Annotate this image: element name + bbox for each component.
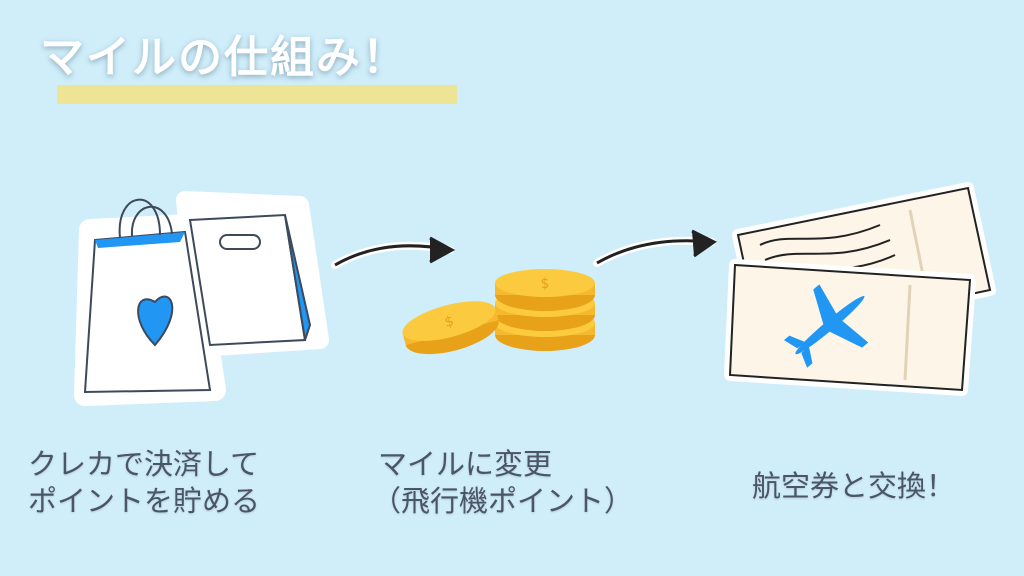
caption-line: クレカで決済して xyxy=(28,447,260,481)
airplane-icon xyxy=(783,284,869,368)
arrow-icon xyxy=(331,236,456,269)
caption-line: マイルに変更 xyxy=(378,447,553,481)
caption-line: ポイントを貯める xyxy=(28,484,261,518)
svg-text:$: $ xyxy=(443,313,456,331)
caption-line: 航空券と交換！ xyxy=(752,469,956,503)
step-2-caption: マイルに変更 （飛行機ポイント） xyxy=(372,446,633,520)
step-3-caption: 航空券と交換！ xyxy=(752,468,955,505)
shopping-bags-icon xyxy=(74,191,329,406)
coin-stack: $ xyxy=(495,269,595,351)
page-title: マイルの仕組み！ xyxy=(40,32,408,83)
title-block: マイルの仕組み！ xyxy=(40,28,457,104)
coin-single: $ xyxy=(402,301,499,355)
arrow-icon xyxy=(593,229,717,267)
title-highlight xyxy=(57,85,457,104)
airline-ticket-icon xyxy=(724,182,996,396)
coins-icon: $ $ xyxy=(402,269,595,355)
step-1-caption: クレカで決済して ポイントを貯める xyxy=(28,446,260,520)
svg-text:$: $ xyxy=(541,276,550,292)
caption-line: （飛行機ポイント） xyxy=(372,484,634,518)
